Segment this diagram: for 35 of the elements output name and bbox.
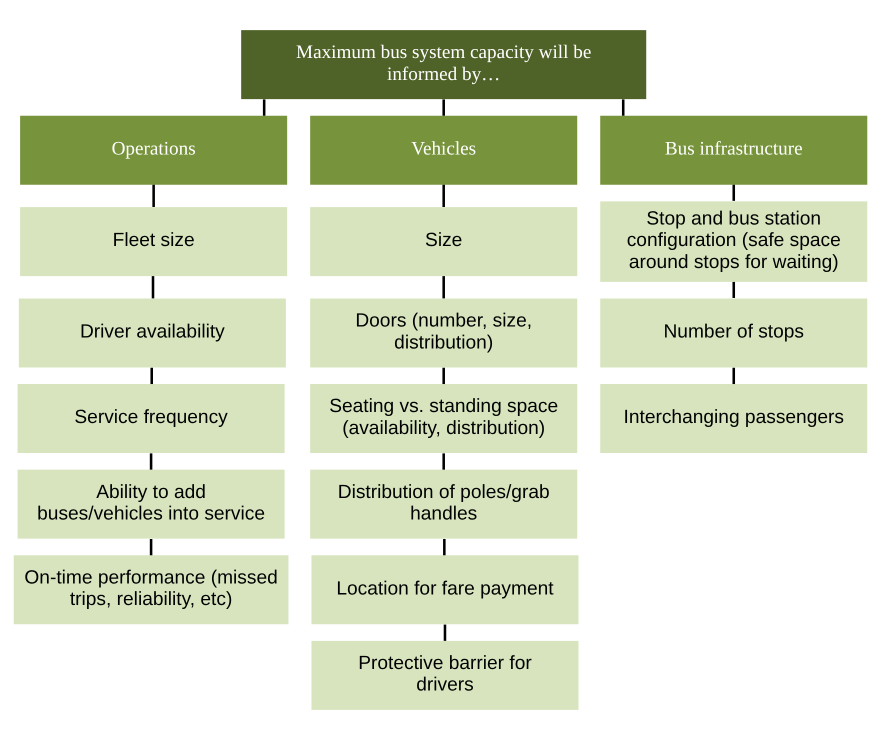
connector [442, 99, 445, 116]
node-box: Size [310, 207, 578, 276]
node-box: Service frequency [18, 384, 285, 454]
node-box: Doors (number, size, distribution) [310, 298, 578, 368]
connector [443, 538, 446, 556]
connector [442, 276, 445, 298]
connector [262, 99, 266, 116]
node-box: Interchanging passengers [600, 384, 868, 454]
node-box: Location for fare payment [311, 555, 578, 624]
node-box: Ability to add buses/vehicles into service [18, 470, 285, 539]
connector [444, 624, 446, 641]
connector [732, 184, 736, 201]
node-box: Seating vs. standing space (availability, distribution) [310, 384, 578, 454]
node-box: Operations [20, 116, 288, 185]
connector [622, 99, 624, 116]
connector [732, 368, 736, 384]
node-box: Vehicles [310, 116, 578, 185]
connector [150, 368, 153, 384]
connector [732, 282, 736, 298]
connector [150, 538, 152, 556]
node-box: On-time performance (missed trips, reliability, etc) [14, 555, 288, 624]
connector [442, 184, 445, 207]
connector [442, 453, 445, 470]
node-box: Fleet size [20, 207, 288, 276]
node-box: Bus infrastructure [600, 116, 868, 185]
node-box: Distribution of poles/grab handles [310, 470, 578, 539]
connector [150, 453, 152, 470]
connector [152, 184, 155, 207]
connector [442, 368, 445, 384]
node-box: Number of stops [600, 298, 868, 368]
node-box: Protective barrier for drivers [311, 640, 578, 710]
node-box: Maximum bus system capacity will be informed by… [241, 30, 646, 100]
node-box: Driver availability [18, 298, 286, 368]
connector [152, 276, 154, 298]
node-box: Stop and bus station configuration (safe space around stops for waiting) [600, 201, 868, 282]
